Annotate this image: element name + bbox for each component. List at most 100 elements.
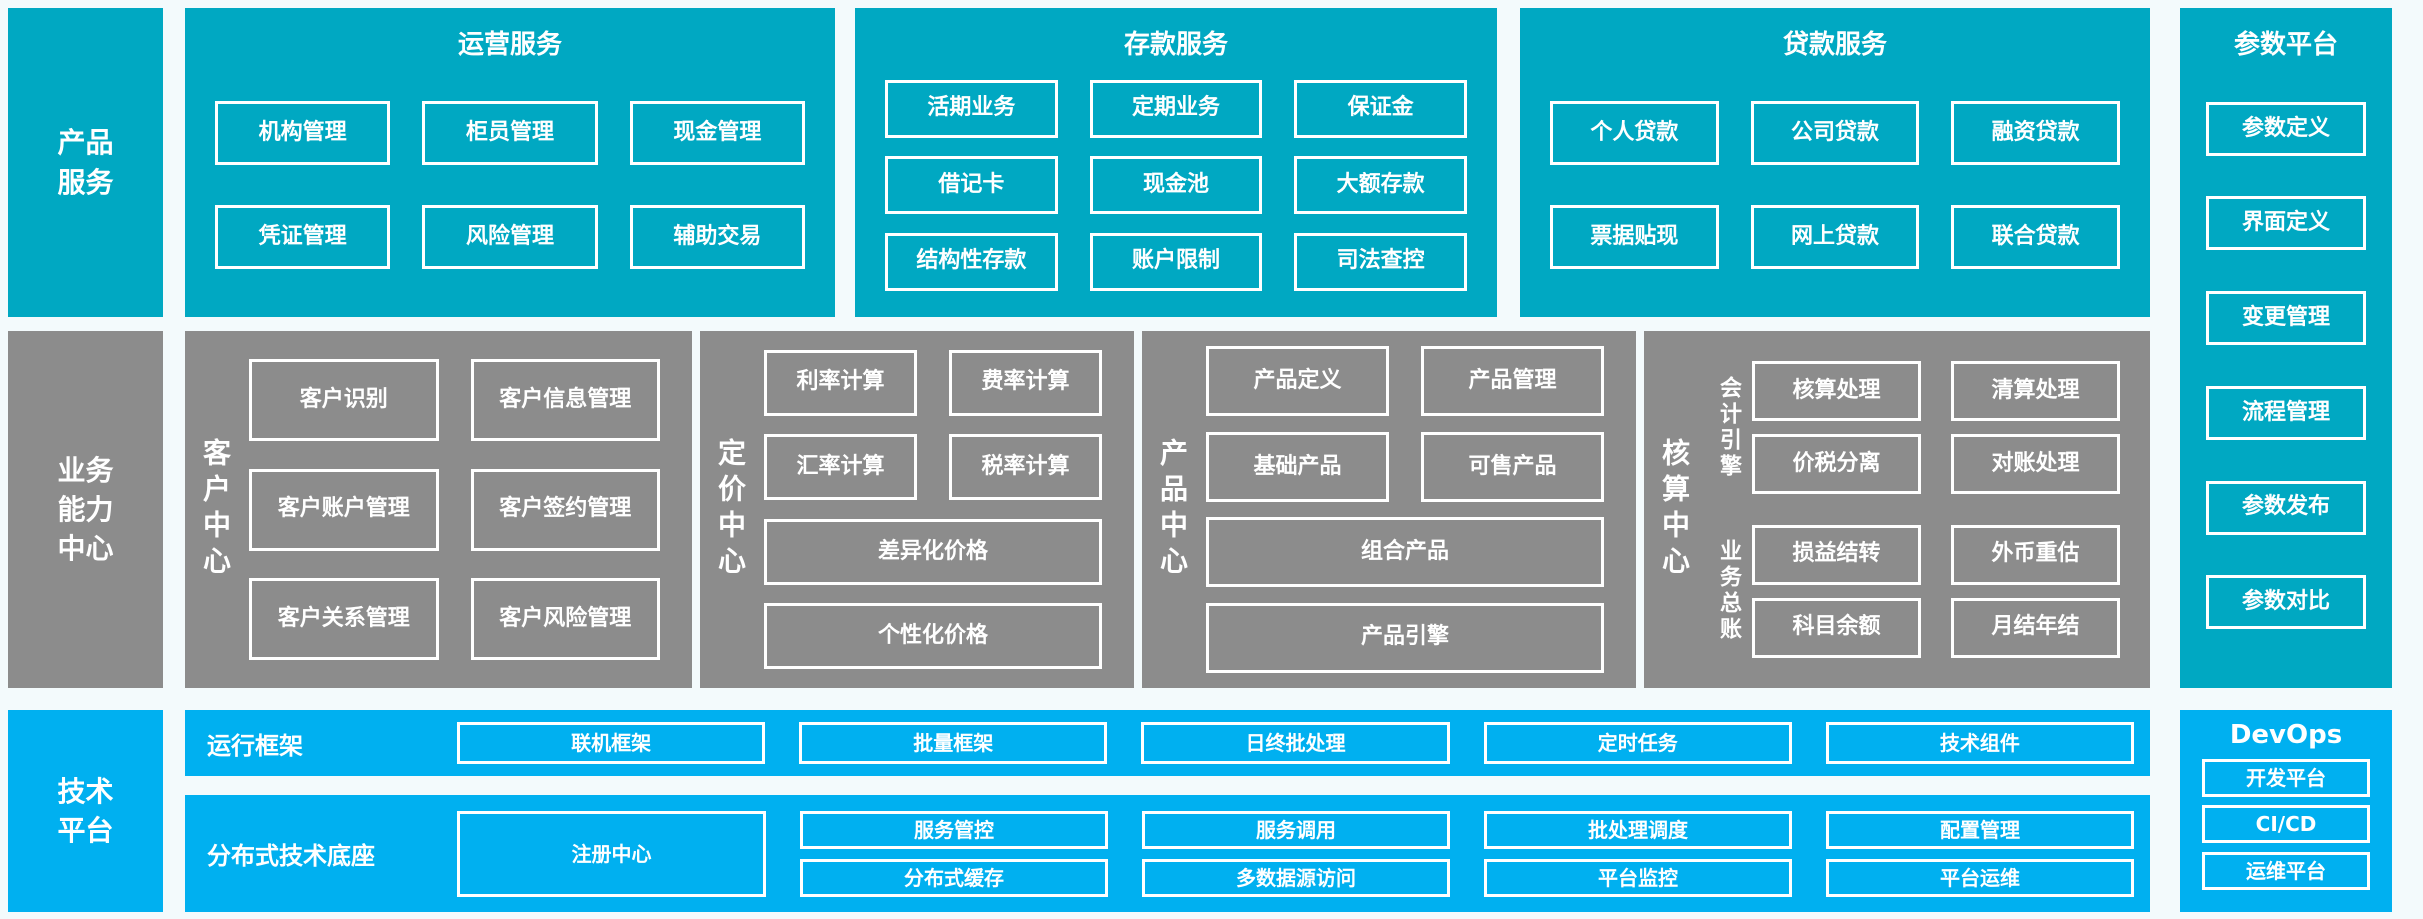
pricing-center-panel: 定价中心 利率计算 费率计算 汇率计算 税率计算 差异化价格 个性化价格: [700, 331, 1134, 688]
param-platform-panel: 参数平台 参数定义 界面定义 变更管理 流程管理 参数发布 参数对比: [2180, 8, 2392, 688]
runtime-framework-label: 运行框架: [207, 731, 303, 760]
ops-services-panel: 运营服务 机构管理 柜员管理 现金管理 凭证管理 风险管理 辅助交易: [185, 8, 835, 317]
devops-box: 开发平台: [2202, 758, 2370, 797]
ops-box: 辅助交易: [629, 205, 805, 269]
accounting-box: 核算处理: [1752, 361, 1921, 422]
product-center-body: 产品定义 产品管理 基础产品 可售产品 组合产品 产品引擎: [1202, 331, 1636, 688]
pricing-box: 费率计算: [949, 349, 1102, 416]
accounting-box: 科目余额: [1752, 597, 1921, 658]
customer-center-body: 客户识别 客户信息管理 客户账户管理 客户签约管理 客户关系管理 客户风险管理: [245, 331, 692, 688]
product-box: 可售产品: [1421, 431, 1604, 502]
tech-platform-rail: 技术平台: [8, 710, 163, 912]
runtime-box: 联机框架: [457, 722, 766, 764]
pricing-box: 个性化价格: [764, 603, 1102, 670]
param-box: 变更管理: [2206, 291, 2366, 346]
product-box: 产品引擎: [1206, 602, 1604, 673]
pricing-box: 汇率计算: [764, 434, 917, 501]
distributed-box: 多数据源访问: [1142, 858, 1450, 897]
deposit-box: 结构性存款: [885, 232, 1058, 291]
loan-box: 票据贴现: [1550, 205, 1719, 269]
runtime-box: 技术组件: [1825, 722, 2135, 764]
distributed-grid: 服务管控 服务调用 批处理调度 配置管理 分布式缓存 多数据源访问 平台监控 平…: [800, 810, 2134, 897]
accounting-box: 清算处理: [1951, 361, 2120, 422]
product-box: 组合产品: [1206, 517, 1604, 588]
devops-panel: DevOps 开发平台 CI/CD 运维平台: [2180, 710, 2392, 912]
ops-title: 运营服务: [457, 30, 562, 60]
accounting-engine-label: 会计引擎: [1716, 375, 1741, 480]
distributed-box: 分布式缓存: [800, 858, 1108, 897]
devops-title: DevOps: [2229, 720, 2343, 750]
business-ledger-grid: 损益结转 外币重估 科目余额 月结年结: [1752, 524, 2120, 658]
runtime-box: 批量框架: [799, 722, 1108, 764]
pricing-center-label: 定价中心: [714, 437, 747, 582]
product-center-panel: 产品中心 产品定义 产品管理 基础产品 可售产品 组合产品 产品引擎: [1142, 331, 1636, 688]
ops-box: 机构管理: [215, 101, 391, 165]
distributed-base-label: 分布式技术底座: [207, 842, 375, 870]
customer-box: 客户关系管理: [249, 578, 439, 661]
param-platform-body: 参数定义 界面定义 变更管理 流程管理 参数发布 参数对比: [2180, 61, 2392, 688]
deposit-title: 存款服务: [1123, 30, 1228, 60]
accounting-center-label: 核算中心: [1658, 437, 1691, 582]
deposit-box: 借记卡: [885, 156, 1058, 214]
loan-box: 融资贷款: [1951, 101, 2120, 165]
product-box: 产品定义: [1206, 346, 1389, 417]
loan-box: 联合贷款: [1951, 205, 2120, 269]
distributed-base-content: 注册中心 服务管控 服务调用 批处理调度 配置管理 分布式缓存 多数据源访问 平…: [457, 810, 2150, 897]
deposit-box: 活期业务: [885, 79, 1058, 138]
param-box: 参数定义: [2206, 101, 2366, 156]
distributed-box: 批处理调度: [1484, 810, 1792, 849]
ops-box: 柜员管理: [422, 101, 598, 165]
runtime-box: 日终批处理: [1141, 722, 1450, 764]
accounting-box: 损益结转: [1752, 524, 1921, 585]
pricing-box: 差异化价格: [764, 518, 1102, 585]
distributed-box: 配置管理: [1826, 810, 2134, 849]
param-box: 参数发布: [2206, 480, 2366, 535]
product-services-label: 产品服务: [57, 126, 114, 199]
distributed-base-band: 分布式技术底座 注册中心 服务管控 服务调用 批处理调度 配置管理 分布式缓存 …: [185, 795, 2150, 912]
deposit-box: 司法查控: [1294, 232, 1467, 291]
business-center-rail: 业务能力中心: [8, 331, 163, 688]
tech-platform-label: 技术平台: [57, 774, 114, 847]
ops-box: 现金管理: [629, 101, 805, 165]
runtime-box: 定时任务: [1483, 722, 1792, 764]
loan-title: 贷款服务: [1782, 30, 1887, 60]
pricing-box: 利率计算: [764, 349, 917, 416]
accounting-box: 月结年结: [1951, 597, 2120, 658]
accounting-center-panel: 核算中心 会计引擎 核算处理 清算处理 价税分离 对账处理 业务总账 损益结转 …: [1644, 331, 2150, 688]
param-box: 参数对比: [2206, 575, 2366, 630]
deposit-box: 保证金: [1294, 79, 1467, 138]
deposit-services-panel: 存款服务 活期业务 定期业务 保证金 借记卡 现金池 大额存款 结构性存款 账户…: [855, 8, 1497, 317]
customer-box: 客户信息管理: [470, 358, 660, 441]
pricing-box: 税率计算: [949, 434, 1102, 501]
distributed-box: 平台监控: [1484, 858, 1792, 897]
loan-box: 公司贷款: [1750, 101, 1920, 165]
distributed-box: 平台运维: [1826, 858, 2134, 897]
customer-box: 客户识别: [249, 358, 439, 441]
customer-box: 客户风险管理: [470, 578, 660, 661]
param-box: 界面定义: [2206, 196, 2366, 251]
param-box: 流程管理: [2206, 385, 2366, 440]
registry-box: 注册中心: [457, 810, 766, 897]
loan-box: 网上贷款: [1750, 205, 1920, 269]
loan-services-panel: 贷款服务 个人贷款 公司贷款 融资贷款 票据贴现 网上贷款 联合贷款: [1520, 8, 2150, 317]
product-box: 基础产品: [1206, 431, 1389, 502]
product-center-label: 产品中心: [1156, 437, 1189, 582]
business-center-label: 业务能力中心: [57, 453, 114, 566]
distributed-box: 服务管控: [800, 810, 1108, 849]
product-box: 产品管理: [1421, 346, 1604, 417]
devops-box: CI/CD: [2202, 805, 2370, 843]
customer-center-label: 客户中心: [199, 437, 232, 582]
deposit-box: 现金池: [1089, 156, 1263, 214]
accounting-engine-grid: 核算处理 清算处理 价税分离 对账处理: [1752, 361, 2120, 495]
param-platform-title: 参数平台: [2233, 30, 2338, 60]
runtime-framework-boxes: 联机框架 批量框架 日终批处理 定时任务 技术组件: [457, 722, 2150, 764]
accounting-box: 外币重估: [1951, 524, 2120, 585]
business-ledger-group: 业务总账 损益结转 外币重估 科目余额 月结年结: [1704, 524, 2120, 658]
customer-box: 客户签约管理: [470, 468, 660, 551]
ops-box: 凭证管理: [215, 205, 391, 269]
accounting-box: 对账处理: [1951, 434, 2120, 495]
accounting-engine-group: 会计引擎 核算处理 清算处理 价税分离 对账处理: [1704, 361, 2120, 495]
accounting-box: 价税分离: [1752, 434, 1921, 495]
pricing-center-body: 利率计算 费率计算 汇率计算 税率计算 差异化价格 个性化价格: [760, 331, 1134, 688]
deposit-box: 大额存款: [1294, 156, 1467, 214]
